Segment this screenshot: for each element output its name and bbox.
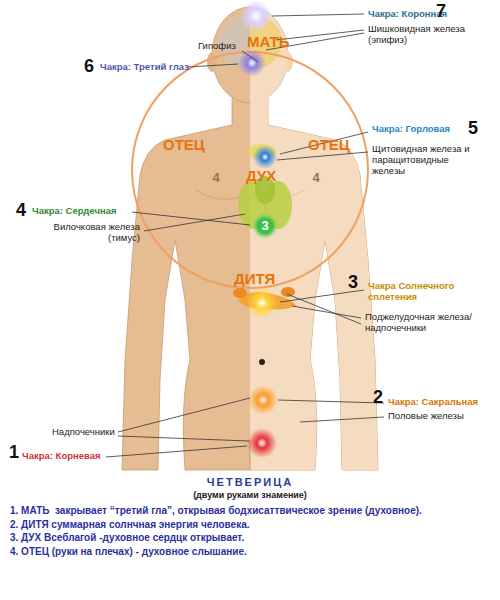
- third-eye-chakra: [238, 49, 266, 77]
- leader-line: [106, 446, 247, 457]
- chakras: [238, 0, 278, 458]
- gland-label: Шишковидная железа (эпифиз): [368, 24, 480, 46]
- figure-label: ДУХ: [246, 167, 276, 184]
- leader-line: [292, 306, 361, 318]
- callout-number: 2: [373, 387, 383, 408]
- figure-label: ОТЕЦ: [163, 136, 205, 153]
- body-number: 4: [212, 171, 219, 186]
- callout-number: 7: [436, 1, 446, 22]
- leader-line: [278, 400, 384, 403]
- callout-number: 4: [16, 200, 26, 221]
- gland-label: Гипофиз: [198, 41, 236, 52]
- gland-label: Щитовидная железа и паращитовидные желез…: [372, 144, 476, 177]
- solar-chakra: [246, 287, 278, 319]
- leader-lines: [106, 14, 384, 457]
- note-line: 1. МАТЬ закрывает “третий гла”, открывая…: [10, 504, 494, 518]
- body-figure: [122, 7, 378, 470]
- gland-label: Половые железы: [388, 411, 464, 422]
- note-line: 4. ОТЕЦ (руки на плечах) - духовное слыш…: [10, 545, 494, 559]
- gland-label: Поджелудочная железа/надпочечники: [365, 312, 487, 334]
- root-chakra: [247, 428, 277, 458]
- leader-line: [144, 214, 245, 231]
- organs: [233, 144, 296, 365]
- chakra-number: 3: [261, 219, 268, 234]
- callout-number: 3: [348, 272, 358, 293]
- light-half: [250, 7, 378, 470]
- leader-line: [242, 51, 258, 62]
- leader-line: [272, 14, 364, 16]
- chakra-label: Чакра: Коронная: [368, 9, 447, 20]
- chakra-label: Чакра: Корневая: [22, 451, 101, 462]
- adrenal: [281, 287, 295, 297]
- chakra-label: Чакра: Сердечная: [32, 206, 116, 217]
- gland-label: Вилочковая железа (тимус): [30, 222, 140, 244]
- figure-label: МАТЬ: [247, 33, 290, 50]
- chakra-label: Чакра: Третий глаз: [100, 62, 189, 73]
- leader-line: [300, 417, 384, 422]
- body-number: 4: [312, 171, 319, 186]
- body-silhouette: [122, 98, 378, 470]
- notes-list: 1. МАТЬ закрывает “третий гла”, открывая…: [10, 504, 494, 558]
- leader-line: [118, 398, 250, 432]
- heart-chakra: [252, 213, 278, 239]
- callout-number: 6: [84, 56, 94, 77]
- note-line: 2. ДИТЯ суммарная солнчная энергия челов…: [10, 518, 494, 532]
- figure-label: ДИТЯ: [234, 270, 275, 287]
- figure-label: ОТЕЦ: [308, 136, 350, 153]
- leader-line: [287, 294, 361, 324]
- chakra-label: Чакра: Горловая: [372, 124, 450, 135]
- throat-chakra: [253, 145, 277, 169]
- chest-line: [195, 190, 245, 199]
- chakra-label: Чакра Солнечного сплетения: [368, 281, 478, 303]
- chakra-label: Чакра: Сакральная: [388, 397, 478, 408]
- leader-line: [188, 64, 238, 67]
- crown-chakra: [240, 0, 272, 32]
- body-silhouette-light: [250, 98, 378, 470]
- aura-circle: [132, 52, 368, 288]
- note-line: 3. ДУХ Всеблагой -духовное сердцк открыв…: [10, 531, 494, 545]
- callout-number: 5: [468, 118, 478, 139]
- navel: [259, 359, 265, 365]
- ear: [207, 52, 217, 72]
- callout-number: 1: [9, 442, 19, 463]
- leader-line: [118, 436, 249, 441]
- diagram-title: ЧЕТВЕРИЦА: [10, 476, 490, 489]
- sacral-chakra: [248, 385, 278, 415]
- leader-line: [280, 132, 368, 154]
- gland-label: Надпочечники: [52, 427, 115, 438]
- leader-line: [277, 152, 368, 160]
- adrenal: [233, 288, 247, 298]
- subtitle: (двуми руками знамение): [10, 490, 490, 500]
